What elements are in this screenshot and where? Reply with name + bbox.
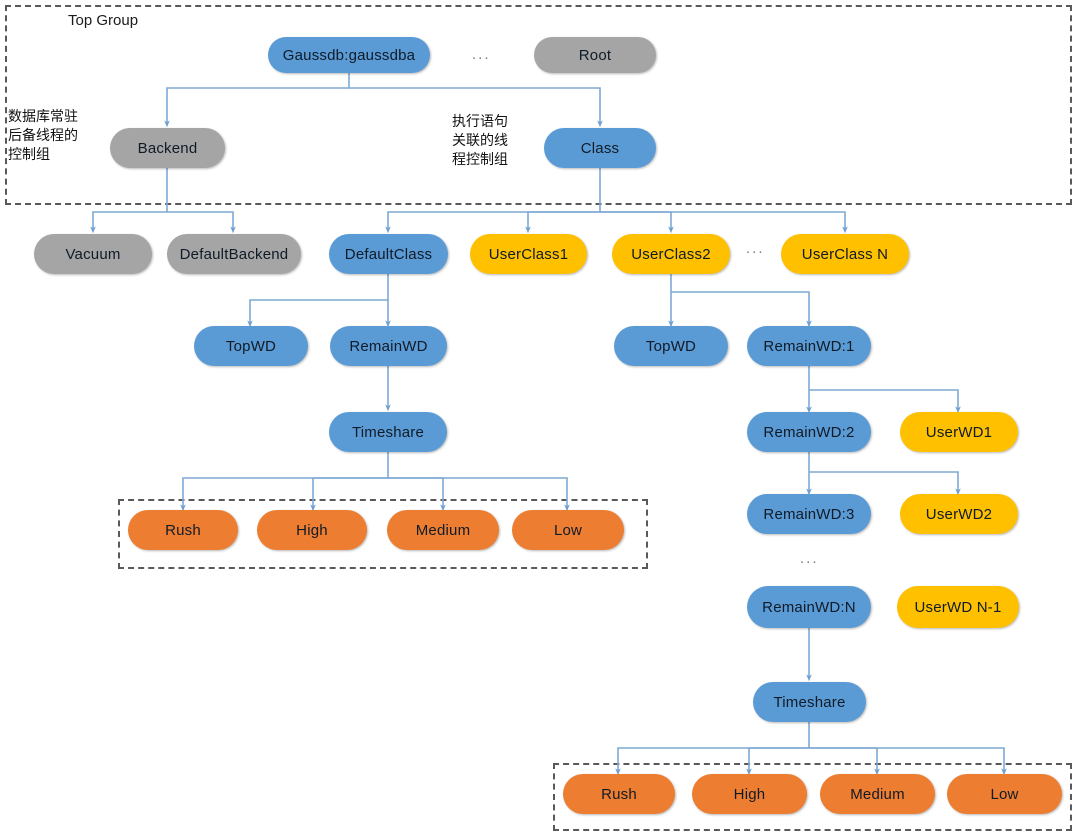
ellipsis-top-row: ...: [472, 46, 491, 63]
node-default-class[interactable]: DefaultClass: [329, 234, 448, 274]
node-default-backend[interactable]: DefaultBackend: [167, 234, 301, 274]
node-right-top-wd[interactable]: TopWD: [614, 326, 728, 366]
class-annotation-line1: 执行语句: [452, 114, 508, 130]
node-user-class-n[interactable]: UserClass N: [781, 234, 909, 274]
node-left-remain-wd[interactable]: RemainWD: [330, 326, 447, 366]
class-annotation-line2: 关联的线: [452, 133, 508, 149]
top-group-box: [5, 5, 1072, 205]
backend-annotation: 数据库常驻 后备线程的 控制组: [8, 108, 78, 165]
node-right-timeshare[interactable]: Timeshare: [753, 682, 866, 722]
node-vacuum[interactable]: Vacuum: [34, 234, 152, 274]
node-remain-wd-2[interactable]: RemainWD:2: [747, 412, 871, 452]
top-group-label: Top Group: [68, 12, 139, 29]
node-left-high[interactable]: High: [257, 510, 367, 550]
node-remain-wd-n[interactable]: RemainWD:N: [747, 586, 871, 628]
node-user-wd-1[interactable]: UserWD1: [900, 412, 1018, 452]
node-user-wd-n-minus-1[interactable]: UserWD N-1: [897, 586, 1019, 628]
node-user-class-2[interactable]: UserClass2: [612, 234, 730, 274]
node-class[interactable]: Class: [544, 128, 656, 168]
node-right-rush[interactable]: Rush: [563, 774, 675, 814]
node-remain-wd-1[interactable]: RemainWD:1: [747, 326, 871, 366]
ellipsis-remainwd-chain: ...: [800, 550, 819, 567]
backend-annotation-line1: 数据库常驻: [8, 109, 78, 125]
ellipsis-userclass-row: ...: [746, 240, 765, 257]
node-gaussdb[interactable]: Gaussdb:gaussdba: [268, 37, 430, 73]
node-user-class-1[interactable]: UserClass1: [470, 234, 587, 274]
node-user-wd-2[interactable]: UserWD2: [900, 494, 1018, 534]
node-backend[interactable]: Backend: [110, 128, 225, 168]
node-left-medium[interactable]: Medium: [387, 510, 499, 550]
node-left-top-wd[interactable]: TopWD: [194, 326, 308, 366]
node-left-timeshare[interactable]: Timeshare: [329, 412, 447, 452]
class-annotation-line3: 程控制组: [452, 152, 508, 168]
node-remain-wd-3[interactable]: RemainWD:3: [747, 494, 871, 534]
node-right-high[interactable]: High: [692, 774, 807, 814]
node-right-medium[interactable]: Medium: [820, 774, 935, 814]
node-left-low[interactable]: Low: [512, 510, 624, 550]
node-right-low[interactable]: Low: [947, 774, 1062, 814]
backend-annotation-line3: 控制组: [8, 147, 50, 163]
class-annotation: 执行语句 关联的线 程控制组: [452, 113, 508, 170]
backend-annotation-line2: 后备线程的: [8, 128, 78, 144]
node-left-rush[interactable]: Rush: [128, 510, 238, 550]
node-root[interactable]: Root: [534, 37, 656, 73]
